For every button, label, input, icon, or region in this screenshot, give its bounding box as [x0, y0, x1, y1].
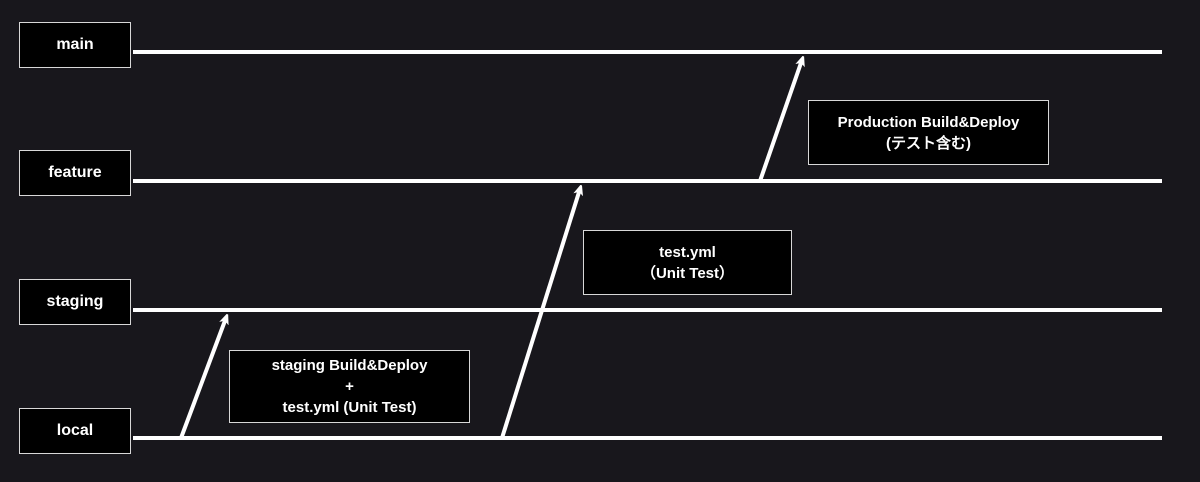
- note-staging-deploy-line1: staging Build&Deploy: [271, 357, 428, 374]
- arrow-feature-to-main: [758, 60, 802, 182]
- note-production-deploy-line1: Production Build&Deploy: [837, 113, 1020, 131]
- note-staging-deploy: staging Build&Deploy + test.yml (Unit Te…: [229, 350, 470, 423]
- note-staging-deploy-line3: test.yml (Unit Test): [282, 399, 417, 416]
- note-test-yml-line1: test.yml: [659, 243, 716, 261]
- arrow-local-to-feature: [500, 189, 580, 439]
- arrow-local-to-staging: [179, 318, 226, 439]
- note-test-yml: test.yml （Unit Test）: [583, 230, 792, 295]
- note-production-deploy: Production Build&Deploy (テスト含む): [808, 100, 1049, 165]
- branch-label-feature: feature: [19, 150, 131, 196]
- note-test-yml-line2: （Unit Test）: [640, 264, 735, 282]
- note-production-deploy-line2: (テスト含む): [886, 134, 971, 152]
- branch-label-local: local: [19, 408, 131, 454]
- branch-label-staging: staging: [19, 279, 131, 325]
- note-staging-deploy-line2: +: [345, 378, 354, 395]
- branch-label-main: main: [19, 22, 131, 68]
